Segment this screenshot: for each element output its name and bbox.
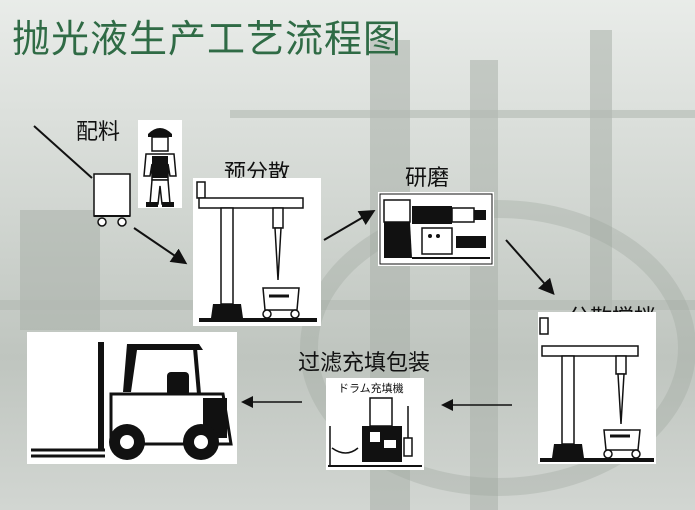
arrow-into-cart: [33, 125, 93, 179]
drum-filling-machine-caption: ドラム充填機: [338, 382, 404, 395]
drum-filling-machine-illustration: ドラム充填機: [326, 378, 424, 470]
step-label-grinding: 研磨: [405, 166, 450, 191]
dispersion-mixer-illustration: [538, 312, 656, 464]
arrow-predispersion-to-grinding: [323, 209, 376, 241]
page-title: 抛光液生产工艺流程图: [12, 17, 403, 61]
worker-illustration: [138, 120, 182, 208]
step-label-filter-fill-pack: 过滤充填包装: [298, 351, 431, 376]
arrow-cart-to-predispersion: [133, 227, 188, 265]
batching-cart-illustration: [90, 170, 134, 228]
arrow-grinding-to-dispersion: [505, 239, 555, 295]
grinding-mill-illustration: [378, 192, 494, 266]
predispersion-mixer-illustration: [193, 178, 321, 326]
step-label-batching: 配料: [76, 120, 121, 145]
forklift-illustration: [27, 332, 237, 464]
